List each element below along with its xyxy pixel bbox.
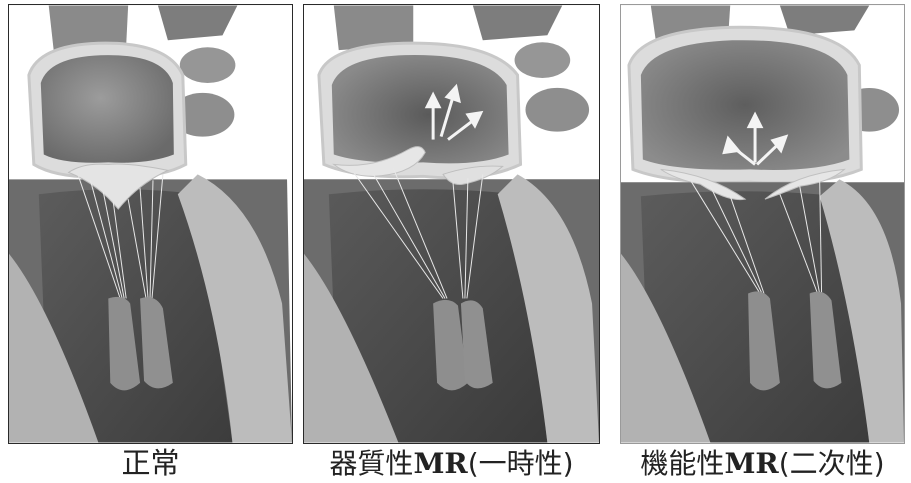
caption-normal-text: 正常 [121, 446, 179, 480]
heart-panel-functional-mr [620, 4, 905, 444]
heart-panel-normal [8, 4, 293, 444]
left-atrium-chamber [41, 55, 174, 163]
left-atrium-chamber [641, 40, 850, 170]
caption-organic-mr-suffix: (一時性) [468, 447, 574, 480]
heart-illustration-normal [9, 5, 292, 443]
caption-organic-mr: 器質性MR(一時性) [303, 444, 600, 483]
pulmonary-vein [180, 47, 236, 83]
caption-normal: 正常 [8, 444, 293, 483]
caption-organic-mr-abbrev: MR [413, 447, 467, 480]
caption-functional-mr-suffix: (二次性) [779, 447, 885, 480]
pulmonary-vein [525, 88, 589, 132]
caption-functional-mr-abbrev: MR [724, 447, 778, 480]
caption-organic-mr-prefix: 器質性 [329, 447, 413, 480]
heart-illustration-functional-mr [621, 5, 904, 443]
caption-functional-mr: 機能性MR(二次性) [620, 444, 905, 483]
caption-functional-mr-prefix: 機能性 [640, 447, 724, 480]
heart-panel-organic-mr [303, 4, 600, 444]
pulmonary-vein [515, 42, 571, 78]
heart-illustration-organic-mr [304, 5, 599, 443]
